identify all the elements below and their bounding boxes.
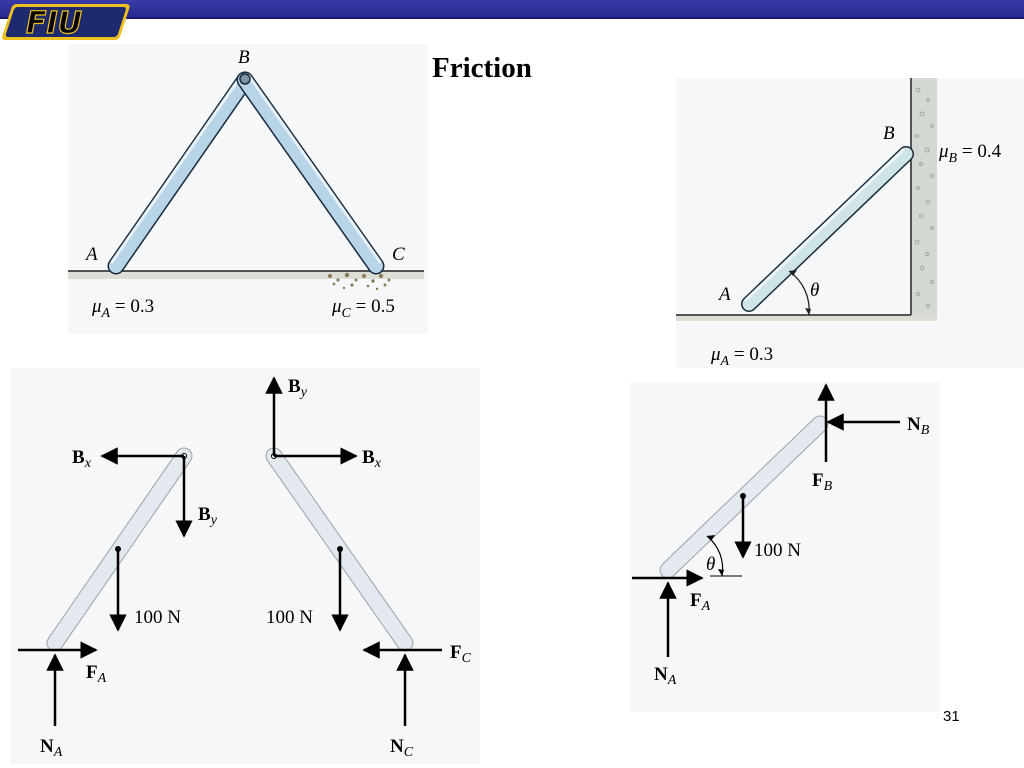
nc-label: NC (390, 736, 414, 760)
mu-b-label: μB = 0.4 (938, 141, 1002, 166)
fc-label: FC (450, 642, 472, 666)
label-a: A (84, 244, 98, 265)
svg-text:FIU: FIU (26, 6, 82, 41)
ground-surface (68, 271, 424, 279)
floor-surface (676, 315, 937, 321)
wall (911, 78, 937, 316)
ladder-figure: B A θ μB = 0.4 μA = 0.3 (676, 78, 1024, 368)
fbd-ladder: θ FB NB 100 N FA NA (630, 382, 940, 712)
nb-label: NB (907, 414, 930, 438)
fa-label: FA (690, 590, 711, 614)
mu-c-label: μC = 0.5 (331, 296, 395, 321)
header-bar (0, 0, 1024, 19)
fiu-logo: FIU (2, 4, 130, 42)
label-b: B (883, 123, 895, 144)
fb-label: FB (812, 470, 833, 494)
weight-label-right: 100 N (266, 607, 313, 628)
weight-label: 100 N (754, 540, 801, 561)
mu-a-label: μA = 0.3 (710, 344, 773, 368)
a-frame-figure: B A C μA = 0.3 μC = 0.5 (68, 44, 428, 334)
fbd-frame-members: Bx By 100 N FA NA By Bx 100 N FC NC (10, 368, 480, 764)
label-b: B (238, 47, 250, 68)
wall-texture (914, 87, 935, 308)
theta-label: θ (706, 554, 715, 575)
gravel-patch (328, 272, 391, 291)
na-label: NA (654, 664, 677, 688)
by-label-right: By (288, 376, 308, 400)
mu-a-label: μA = 0.3 (91, 296, 154, 321)
theta-label: θ (810, 280, 819, 301)
na-label-left: NA (40, 736, 63, 760)
weight-label-left: 100 N (134, 607, 181, 628)
bx-label-left: Bx (72, 447, 92, 471)
label-c: C (392, 244, 405, 265)
pin-b (239, 73, 251, 85)
label-a: A (717, 284, 731, 305)
slide-title: Friction (432, 52, 532, 84)
slide-number: 31 (943, 708, 960, 725)
by-label-left: By (198, 504, 218, 528)
bx-label-right: Bx (362, 447, 382, 471)
fa-label-left: FA (86, 662, 107, 686)
